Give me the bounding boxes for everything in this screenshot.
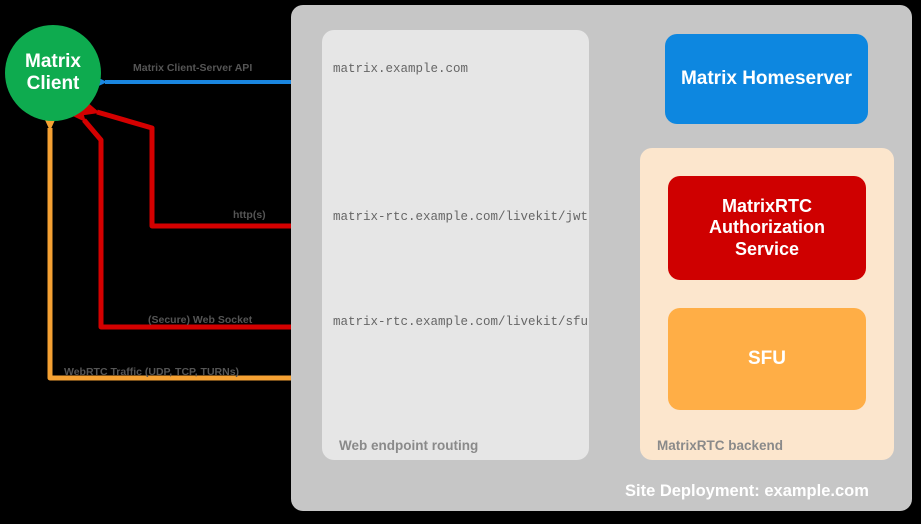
- connection-label-http: http(s): [233, 209, 266, 221]
- connection-label-matrix-client-server-api: Matrix Client-Server API: [133, 62, 253, 74]
- endpoint-livekit-jwt: matrix-rtc.example.com/livekit/jwt: [333, 210, 589, 224]
- endpoint-livekit-sfu: matrix-rtc.example.com/livekit/sfu: [333, 315, 589, 329]
- node-matrix-client[interactable]: Matrix Client: [5, 25, 101, 121]
- web-endpoint-routing-label: Web endpoint routing: [339, 438, 479, 453]
- node-sfu[interactable]: SFU: [668, 308, 866, 410]
- endpoint-matrix-example-com: matrix.example.com: [333, 62, 469, 76]
- web-endpoint-routing-container: [322, 30, 589, 460]
- matrix-client-label: Matrix Client: [25, 50, 81, 94]
- connection-label-webrtc-traffic: WebRTC Traffic (UDP, TCP, TURNs): [64, 366, 240, 378]
- auth-service-label: MatrixRTC Authorization Service: [709, 196, 825, 259]
- matrixrtc-backend-label: MatrixRTC backend: [657, 438, 784, 453]
- site-deployment-label: Site Deployment: example.com: [625, 482, 869, 500]
- connection-label-web-socket: (Secure) Web Socket: [148, 314, 253, 326]
- node-matrixrtc-authorization-service[interactable]: MatrixRTC Authorization Service: [668, 176, 866, 280]
- node-matrix-homeserver[interactable]: Matrix Homeserver: [665, 34, 868, 124]
